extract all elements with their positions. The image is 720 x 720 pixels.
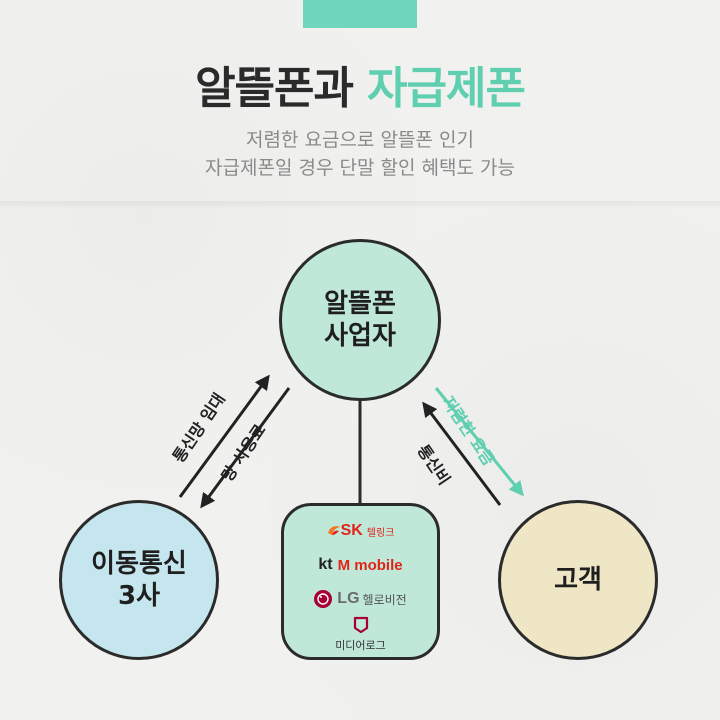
title-accent: 자급제폰 <box>367 63 526 114</box>
subtitle-line-1: 저렴한 요금으로 알뜰폰 인기 <box>246 129 474 151</box>
arrow-network-fee <box>200 387 291 509</box>
page-title: 알뜰폰과 자급제폰 <box>0 62 720 116</box>
brand-kt-m-mobile: kt M mobile <box>284 552 437 578</box>
subtitle-line-2: 자급제폰일 경우 단말 할인 혜택도 가능 <box>205 157 515 179</box>
arrow-cheap-plan <box>434 387 524 497</box>
sk-logo-text: SK <box>340 522 363 539</box>
customer-label: 고객 <box>554 565 602 595</box>
title-main: 알뜰폰과 <box>195 63 354 114</box>
mvno-line-1: 알뜰폰 <box>324 289 396 319</box>
brand-lg-hellovision: LG 헬로비전 <box>284 586 437 612</box>
section-divider <box>0 201 720 209</box>
medialog-text: 미디어로그 <box>335 639 386 652</box>
arrow-network-rent <box>178 374 270 498</box>
top-accent-tab <box>303 0 417 28</box>
node-mvno-operator: 알뜰폰 사업자 <box>279 239 441 401</box>
medialog-logo-icon <box>353 616 368 634</box>
sk-butterfly-icon <box>327 526 340 535</box>
sk-sub-text: 텔링크 <box>366 527 395 539</box>
node-customer: 고객 <box>498 500 658 660</box>
lg-logo-text: LG <box>337 590 360 607</box>
mvno-line-2: 사업자 <box>324 321 396 351</box>
carrier-line-2: 3사 <box>117 581 160 611</box>
brand-medialog: 미디어로그 <box>284 612 437 656</box>
brand-sk-telink: SK 텔링크 <box>284 518 437 544</box>
kt-logo-text: kt <box>318 556 333 573</box>
arrow-phone-bill <box>422 401 502 506</box>
lg-logo-icon <box>314 590 333 608</box>
node-mobile-carriers: 이동통신 3사 <box>59 500 219 660</box>
lg-sub-text: 헬로비전 <box>362 592 407 607</box>
page-subtitle: 저렴한 요금으로 알뜰폰 인기 자급제폰일 경우 단말 할인 혜택도 가능 <box>0 126 720 182</box>
kt-sub-text: M mobile <box>337 556 403 574</box>
mvno-brands-box: SK 텔링크 kt M mobile LG 헬로비전 미디어로그 <box>281 503 440 660</box>
carrier-line-1: 이동통신 <box>91 549 187 579</box>
